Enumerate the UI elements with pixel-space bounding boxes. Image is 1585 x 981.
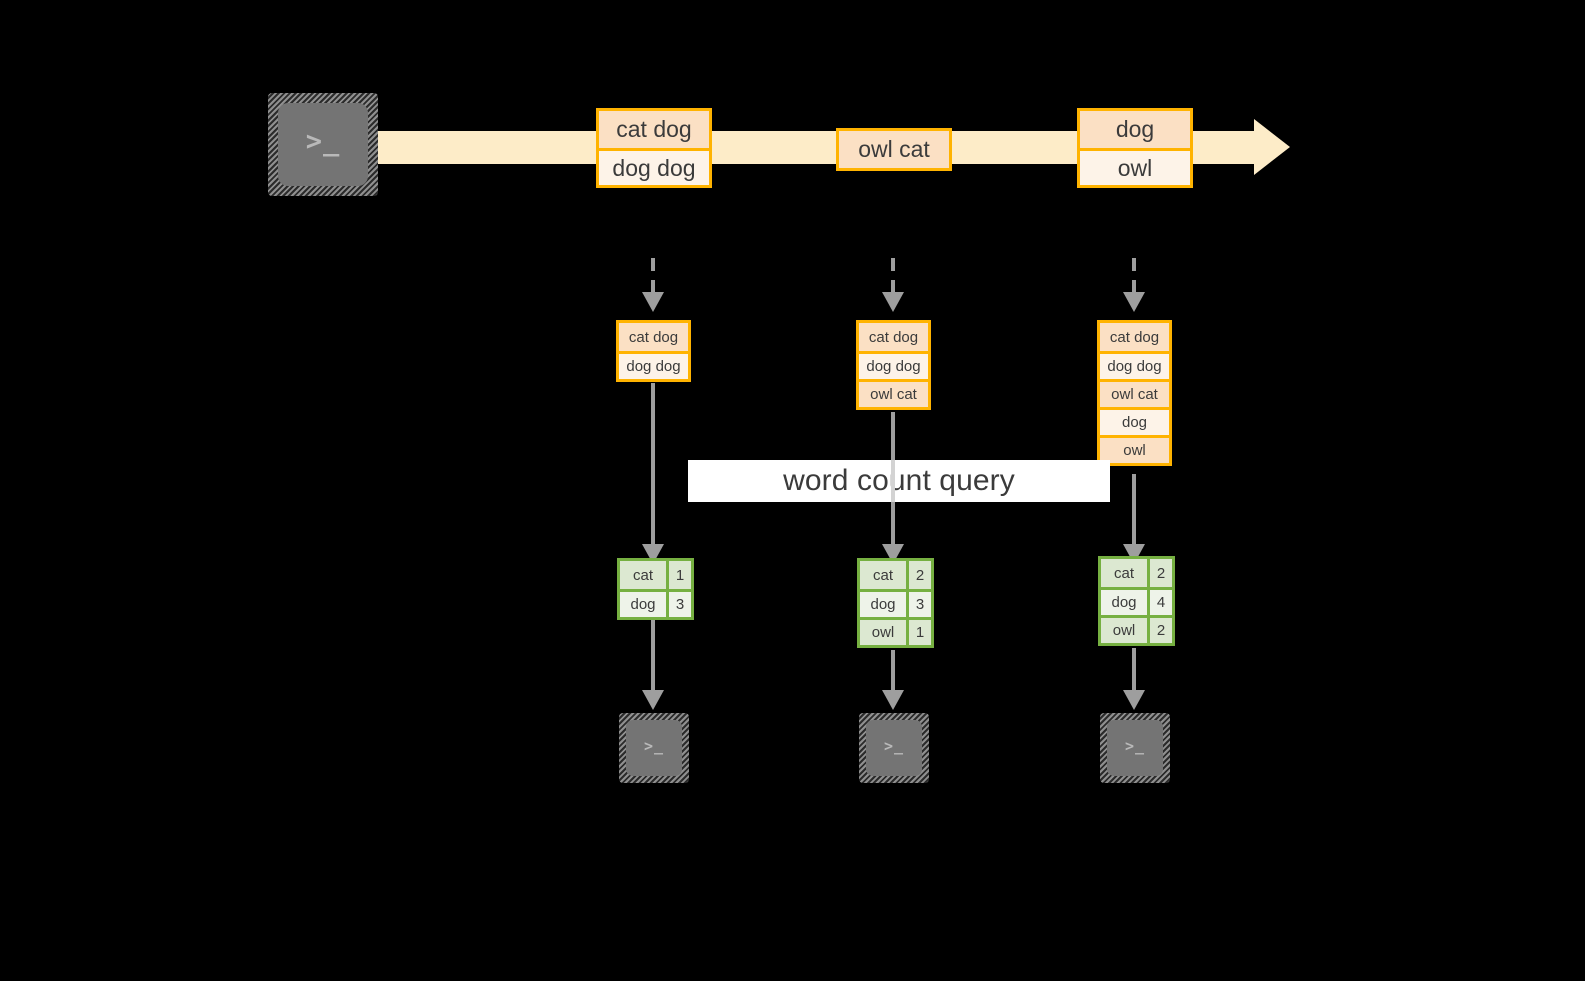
- sink-connector-2-head: [882, 690, 904, 710]
- sink-connector-1-head: [642, 690, 664, 710]
- result-table-2: cat 2 dog 3 owl 1: [857, 558, 934, 648]
- result-word: dog: [620, 592, 666, 617]
- result-count: 3: [906, 592, 931, 617]
- result-count: 2: [1147, 618, 1172, 643]
- terminal-prompt-glyph: >_: [643, 737, 665, 756]
- result-word: owl: [860, 620, 906, 645]
- terminal-prompt-glyph: >_: [883, 737, 905, 756]
- sink-connector-1: [651, 620, 655, 693]
- input-table-1-row-2: dog dog: [619, 351, 688, 379]
- input-table-3-row-3: owl cat: [1100, 379, 1169, 407]
- result-word: dog: [1101, 590, 1147, 615]
- input-table-3-row-1: cat dog: [1100, 323, 1169, 351]
- result-table-2-row-3: owl 1: [860, 617, 931, 645]
- dashed-connector-3: [1132, 258, 1136, 300]
- result-word: dog: [860, 592, 906, 617]
- query-label: word count query: [783, 464, 1015, 497]
- query-connector-3: [1132, 474, 1136, 561]
- sink-connector-3-head: [1123, 690, 1145, 710]
- stream-batch-1-line-2: dog dog: [599, 148, 709, 185]
- query-connector-2-behind-band: [891, 460, 895, 502]
- result-word: cat: [620, 561, 666, 589]
- dashed-connector-2: [891, 258, 895, 300]
- result-word: owl: [1101, 618, 1147, 643]
- result-table-1-row-2: dog 3: [620, 589, 691, 617]
- result-count: 2: [1147, 559, 1172, 587]
- terminal-prompt-glyph: >_: [1124, 737, 1146, 756]
- result-table-1: cat 1 dog 3: [617, 558, 694, 620]
- sink-connector-3: [1132, 648, 1136, 693]
- input-table-3: cat dog dog dog owl cat dog owl: [1097, 320, 1172, 466]
- sink-terminal-icon-1: >_: [619, 713, 689, 783]
- terminal-body: [866, 720, 922, 776]
- result-table-3-row-1: cat 2: [1101, 559, 1172, 587]
- result-table-3-row-3: owl 2: [1101, 615, 1172, 643]
- sink-terminal-icon-3: >_: [1100, 713, 1170, 783]
- dashed-connector-3-head: [1123, 292, 1145, 312]
- result-count: 3: [666, 592, 691, 617]
- input-table-2-row-1: cat dog: [859, 323, 928, 351]
- stream-batch-1-line-1: cat dog: [599, 111, 709, 148]
- query-connector-1: [651, 383, 655, 561]
- stream-batch-2-line-1: owl cat: [839, 131, 949, 168]
- result-table-3-row-2: dog 4: [1101, 587, 1172, 615]
- dashed-connector-1: [651, 258, 655, 300]
- result-count: 2: [906, 561, 931, 589]
- result-count: 1: [906, 620, 931, 645]
- result-word: cat: [1101, 559, 1147, 587]
- sink-connector-2: [891, 650, 895, 693]
- stream-batch-3-line-1: dog: [1080, 111, 1190, 148]
- input-table-3-row-4: dog: [1100, 407, 1169, 435]
- query-label-band: word count query: [688, 460, 1110, 502]
- input-table-1-row-1: cat dog: [619, 323, 688, 351]
- terminal-body: [278, 103, 368, 186]
- terminal-body: [626, 720, 682, 776]
- result-table-2-row-2: dog 3: [860, 589, 931, 617]
- result-table-2-row-1: cat 2: [860, 561, 931, 589]
- stream-batch-1: cat dog dog dog: [596, 108, 712, 188]
- result-table-1-row-1: cat 1: [620, 561, 691, 589]
- input-table-2-row-2: dog dog: [859, 351, 928, 379]
- input-table-2-row-3: owl cat: [859, 379, 928, 407]
- sink-terminal-icon-2: >_: [859, 713, 929, 783]
- input-table-3-row-2: dog dog: [1100, 351, 1169, 379]
- stream-arrow-head: [1254, 119, 1290, 175]
- dashed-connector-2-head: [882, 292, 904, 312]
- terminal-prompt-glyph: >_: [305, 125, 341, 157]
- stream-batch-3: dog owl: [1077, 108, 1193, 188]
- result-count: 4: [1147, 590, 1172, 615]
- dashed-connector-1-head: [642, 292, 664, 312]
- stream-batch-2: owl cat: [836, 128, 952, 171]
- input-table-3-row-5: owl: [1100, 435, 1169, 463]
- terminal-body: [1107, 720, 1163, 776]
- result-word: cat: [860, 561, 906, 589]
- input-table-2: cat dog dog dog owl cat: [856, 320, 931, 410]
- source-terminal-icon: >_: [268, 93, 378, 196]
- input-table-1: cat dog dog dog: [616, 320, 691, 382]
- result-table-3: cat 2 dog 4 owl 2: [1098, 556, 1175, 646]
- stream-batch-3-line-2: owl: [1080, 148, 1190, 185]
- result-count: 1: [666, 561, 691, 589]
